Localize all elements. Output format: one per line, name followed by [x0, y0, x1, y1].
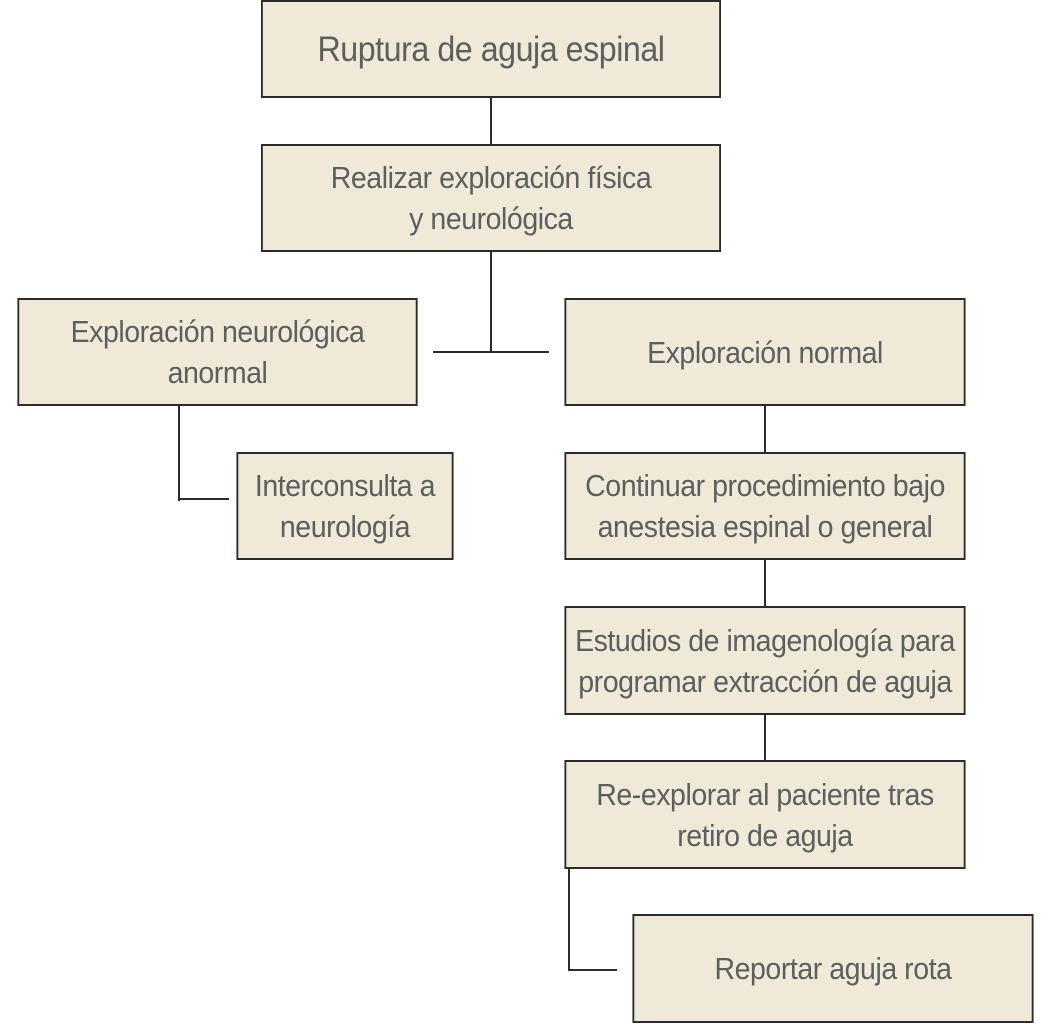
node-reexam-label: Re-explorar al paciente tras retiro de a…: [596, 776, 934, 853]
connector-branch-horizontal: [433, 351, 549, 353]
node-continue-label: Continuar procedimiento bajo anestesia e…: [585, 468, 945, 544]
node-imaging: Estudios de imagenología para programar …: [564, 606, 966, 715]
node-abnormal: Exploración neurológica anormal: [17, 298, 418, 406]
connector-abnormal-down: [178, 405, 180, 501]
node-report: Reportar aguja rota: [632, 914, 1034, 1023]
connector-reexam-report: [568, 969, 617, 971]
connector-imaging-reexam: [764, 713, 766, 762]
node-abnormal-label: Exploración neurológica anormal: [70, 314, 365, 390]
node-normal: Exploración normal: [564, 298, 966, 406]
connector-abnormal-consult: [178, 498, 229, 500]
connector-normal-continue: [764, 405, 766, 454]
connector-root-exam: [490, 97, 492, 145]
node-root: Ruptura de aguja espinal: [261, 0, 721, 98]
node-reexam: Re-explorar al paciente tras retiro de a…: [564, 760, 966, 869]
node-report-label: Reportar aguja rota: [714, 951, 952, 986]
node-imaging-label: Estudios de imagenología para programar …: [575, 622, 955, 699]
node-root-label: Ruptura de aguja espinal: [317, 29, 665, 69]
node-consult-label: Interconsulta a neurología: [254, 468, 436, 544]
connector-continue-imaging: [764, 558, 766, 608]
node-continue: Continuar procedimiento bajo anestesia e…: [564, 452, 966, 560]
connector-reexam-down: [568, 867, 570, 971]
node-exam-label: Realizar exploración física y neurológic…: [330, 160, 652, 236]
node-consult: Interconsulta a neurología: [236, 452, 454, 560]
node-normal-label: Exploración normal: [647, 334, 883, 370]
node-exam: Realizar exploración física y neurológic…: [261, 144, 721, 252]
connector-exam-branch: [490, 250, 492, 353]
